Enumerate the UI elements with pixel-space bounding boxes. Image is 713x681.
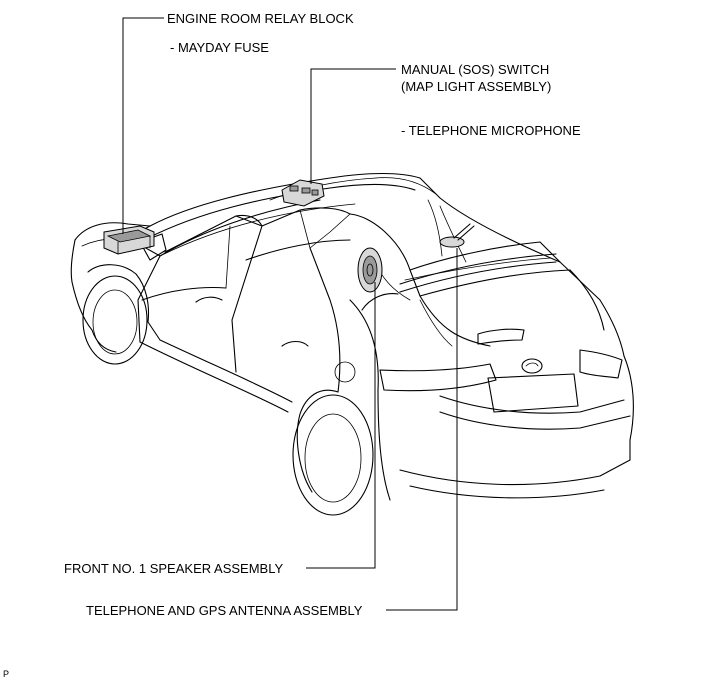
engine-room-relay-block-part bbox=[103, 225, 155, 255]
antenna-part bbox=[439, 223, 475, 248]
map-light-assembly-part bbox=[281, 179, 325, 207]
label-telephone-gps-antenna: TELEPHONE AND GPS ANTENNA ASSEMBLY bbox=[86, 603, 363, 618]
label-map-light-assembly: (MAP LIGHT ASSEMBLY) bbox=[401, 79, 551, 94]
label-mayday-fuse: - MAYDAY FUSE bbox=[170, 40, 269, 55]
label-engine-room-relay-block: ENGINE ROOM RELAY BLOCK bbox=[167, 11, 354, 26]
page-marker: P bbox=[3, 669, 9, 679]
vehicle-illustration bbox=[70, 172, 634, 516]
label-manual-sos-switch: MANUAL (SOS) SWITCH bbox=[401, 62, 549, 77]
label-telephone-microphone: - TELEPHONE MICROPHONE bbox=[401, 123, 581, 138]
label-front-speaker: FRONT NO. 1 SPEAKER ASSEMBLY bbox=[64, 561, 283, 576]
front-speaker-part bbox=[357, 247, 383, 293]
leader-lines bbox=[122, 17, 458, 611]
